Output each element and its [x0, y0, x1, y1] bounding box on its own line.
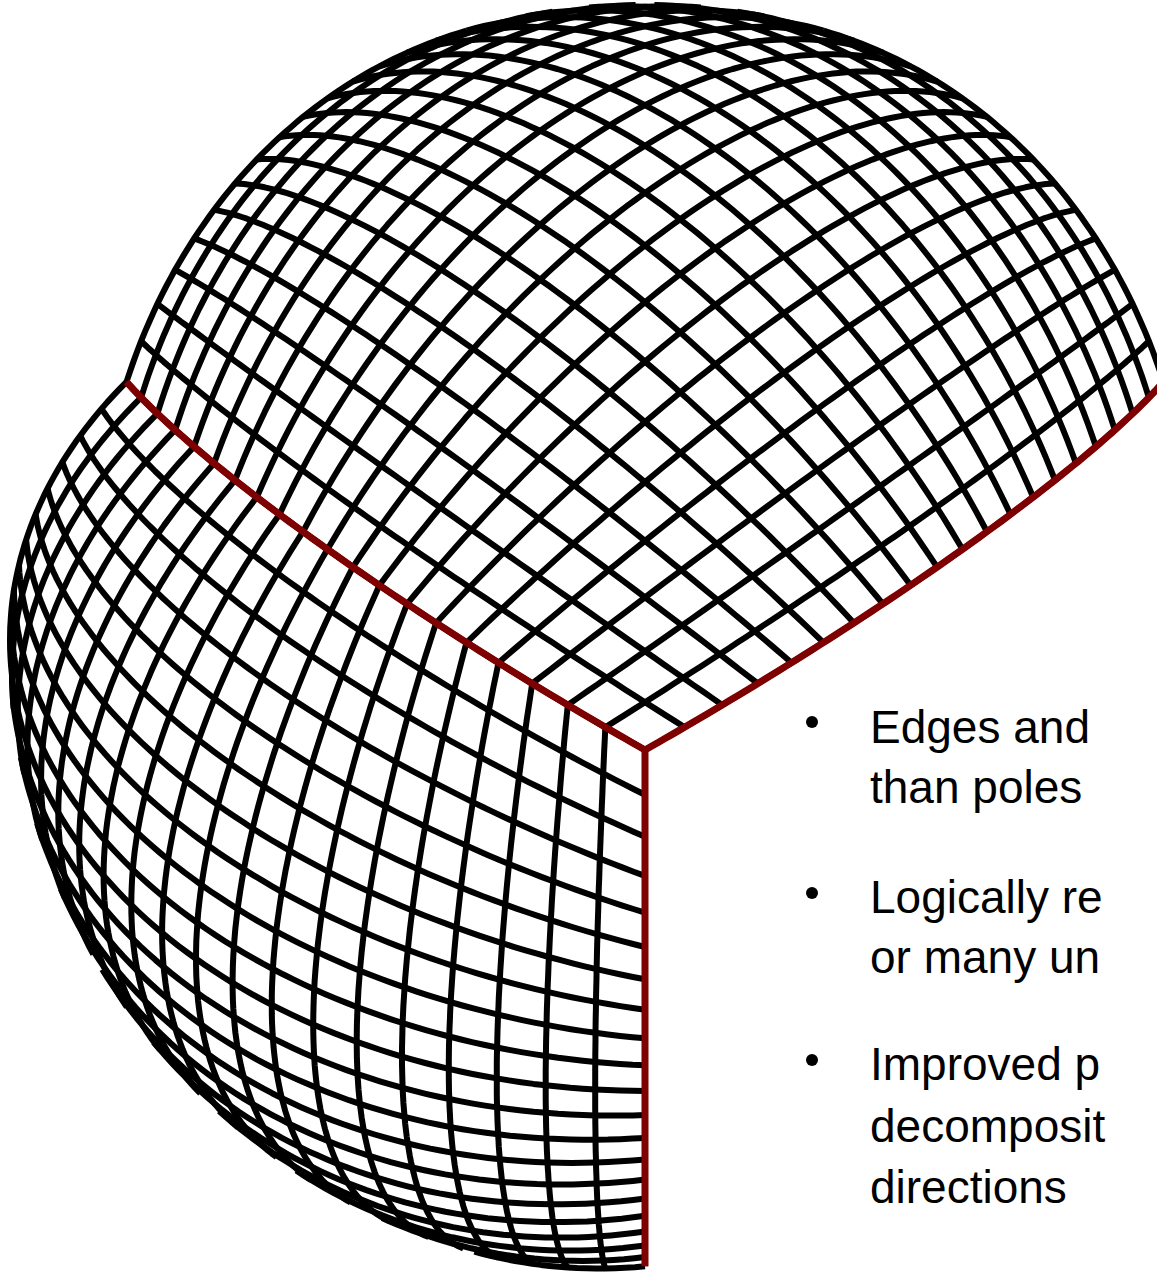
grid-line: [101, 409, 645, 795]
grid-line: [357, 623, 436, 1237]
grid-line: [157, 304, 722, 705]
grid-line: [194, 239, 791, 663]
grid-line: [127, 382, 646, 750]
bullet-text: than poles: [870, 764, 1082, 810]
bullet-text: Logically re: [870, 874, 1103, 920]
grid-line: [280, 135, 911, 585]
grid-line: [127, 382, 646, 750]
grid-line: [642, 750, 649, 1266]
grid-line: [645, 382, 1157, 750]
grid-line: [214, 210, 823, 643]
grid-line: [80, 436, 645, 837]
bullet: [806, 887, 818, 899]
grid-line: [499, 239, 1096, 663]
bullet-text: or many un: [870, 934, 1100, 980]
bullet-text: Edges and: [870, 704, 1090, 750]
grid-lines: [10, 5, 1157, 1268]
bullet: [806, 716, 818, 728]
grid-line: [127, 382, 646, 750]
grid-line: [532, 270, 1115, 684]
bullet: [806, 1054, 818, 1066]
face-edges: [127, 382, 1157, 1266]
grid-line: [645, 382, 1157, 750]
bullet-text: decomposit: [870, 1103, 1105, 1149]
grid-line: [467, 210, 1076, 643]
grid-line: [642, 750, 648, 1266]
bullet-text: directions: [870, 1164, 1067, 1210]
grid-line: [605, 341, 1149, 727]
grid-line: [595, 727, 605, 1268]
grid-line: [379, 135, 1010, 585]
bullet-text: Improved p: [870, 1041, 1100, 1087]
grid-line: [568, 304, 1133, 705]
